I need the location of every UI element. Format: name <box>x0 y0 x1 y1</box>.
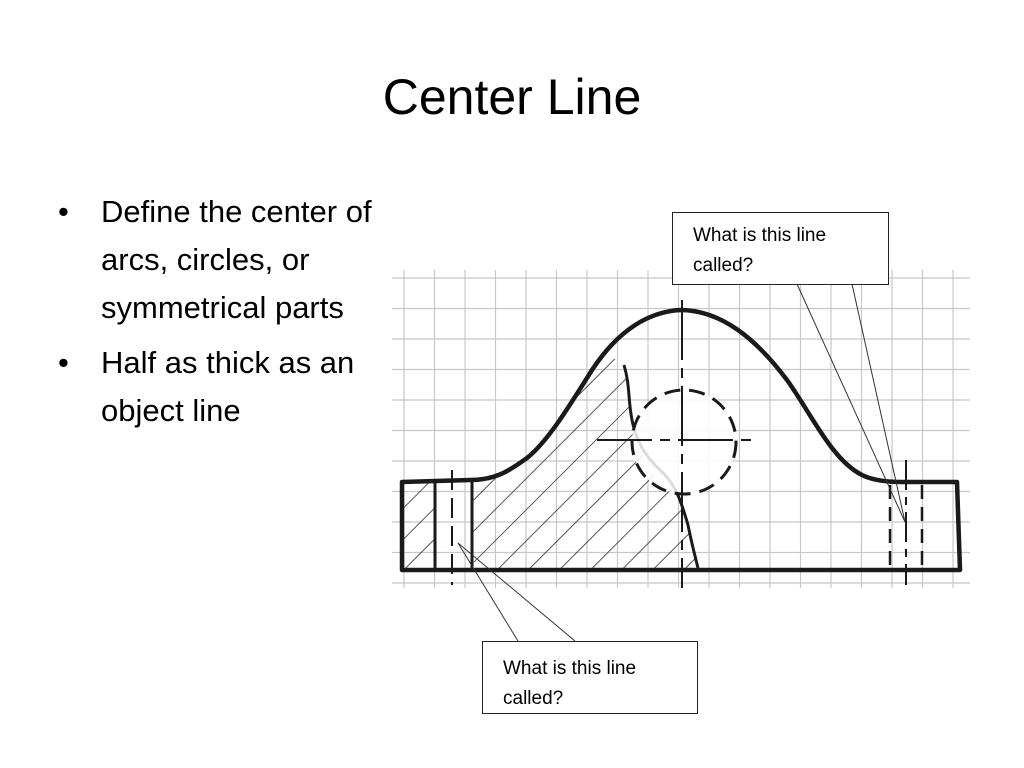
part-sketch-drawing <box>392 270 970 588</box>
bullet-list: • Define the center of arcs, circles, or… <box>58 188 418 442</box>
bullet-icon: • <box>58 345 69 380</box>
bullet-text-2: Half as thick as an object line <box>101 345 355 428</box>
bullet-item-1: • Define the center of arcs, circles, or… <box>58 188 418 332</box>
section-hatch-area <box>404 483 434 568</box>
bullet-icon: • <box>58 194 69 229</box>
callout-box-bottom: What is this line called? <box>482 641 698 714</box>
slide-title: Center Line <box>382 69 642 125</box>
bullet-item-2: • Half as thick as an object line <box>58 339 418 435</box>
bullet-text-1: Define the center of arcs, circles, or s… <box>101 194 372 325</box>
callout-box-top: What is this line called? <box>672 212 889 285</box>
hidden-line-circle <box>630 388 738 496</box>
section-hatch-area <box>472 357 697 568</box>
